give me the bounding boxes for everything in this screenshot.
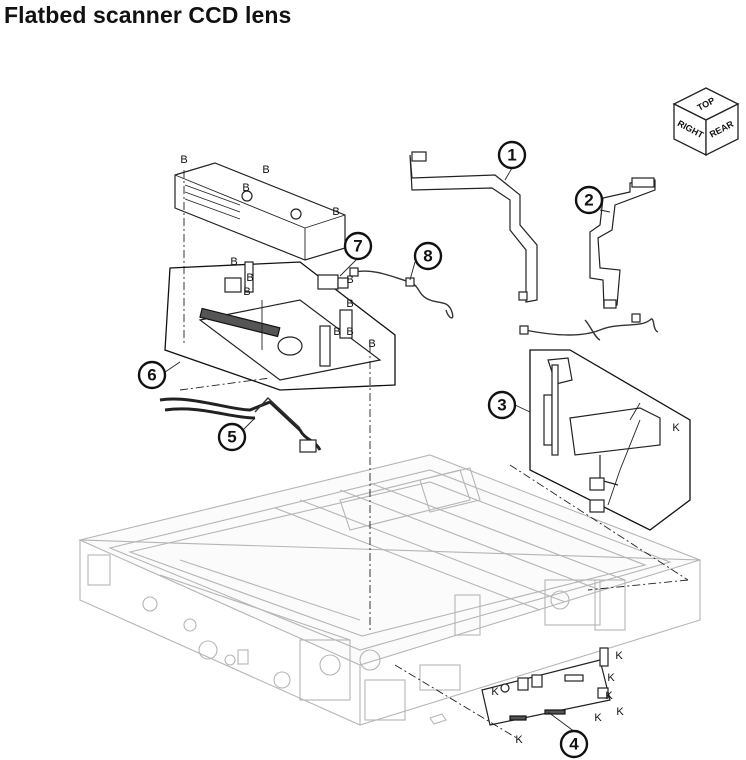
part-8-cable <box>349 267 454 319</box>
callout-6: 6 <box>137 360 167 390</box>
part-1-flat-cable <box>409 151 538 303</box>
svg-text:6: 6 <box>147 366 156 385</box>
top-cover <box>174 162 346 261</box>
label-k: K <box>672 422 680 434</box>
svg-text:8: 8 <box>423 247 432 266</box>
part-3-inset <box>529 349 691 531</box>
callout-4: 4 <box>559 729 589 759</box>
label-b: B <box>262 164 269 176</box>
part-7-sensor <box>317 274 349 290</box>
part-5-harness <box>159 397 322 453</box>
label-b: B <box>242 182 249 194</box>
callout-8: 8 <box>413 241 443 271</box>
svg-text:5: 5 <box>227 428 236 447</box>
page-title: Flatbed scanner CCD lens <box>4 2 292 28</box>
label-k: K <box>616 706 624 718</box>
label-b: B <box>333 326 340 338</box>
svg-text:3: 3 <box>497 396 506 415</box>
orientation-cube: TOP RIGHT REAR <box>672 87 740 157</box>
label-b: B <box>368 338 375 350</box>
svg-text:1: 1 <box>507 146 516 165</box>
label-b: B <box>180 154 187 166</box>
svg-text:4: 4 <box>569 735 579 754</box>
label-b: B <box>346 326 353 338</box>
callouts: 1 2 3 4 5 6 7 8 <box>137 140 604 759</box>
label-b: B <box>246 272 253 284</box>
letter-labels: B B B B B B B B B B B B K K K K K K K K <box>180 154 680 746</box>
part-4-board <box>481 647 611 726</box>
callout-leaders <box>164 167 611 733</box>
label-k: K <box>605 690 613 702</box>
label-b: B <box>230 256 237 268</box>
label-k: K <box>615 650 623 662</box>
callout-7: 7 <box>343 231 373 261</box>
label-b: B <box>243 286 250 298</box>
callout-5: 5 <box>217 422 247 452</box>
label-k: K <box>515 734 523 746</box>
label-k: K <box>594 712 602 724</box>
label-k: K <box>607 672 615 684</box>
label-k: K <box>491 686 499 698</box>
svg-text:7: 7 <box>353 237 362 256</box>
label-b: B <box>346 274 353 286</box>
callout-2: 2 <box>574 185 604 215</box>
part-6-inset <box>164 261 396 391</box>
svg-text:2: 2 <box>584 191 593 210</box>
label-b: B <box>332 206 339 218</box>
label-b: B <box>346 298 353 310</box>
assembly-guide-lines <box>179 170 689 741</box>
part-2-flat-cable <box>519 177 659 341</box>
callout-1: 1 <box>497 140 527 170</box>
scanner-frame <box>78 454 702 726</box>
callout-3: 3 <box>487 390 517 420</box>
